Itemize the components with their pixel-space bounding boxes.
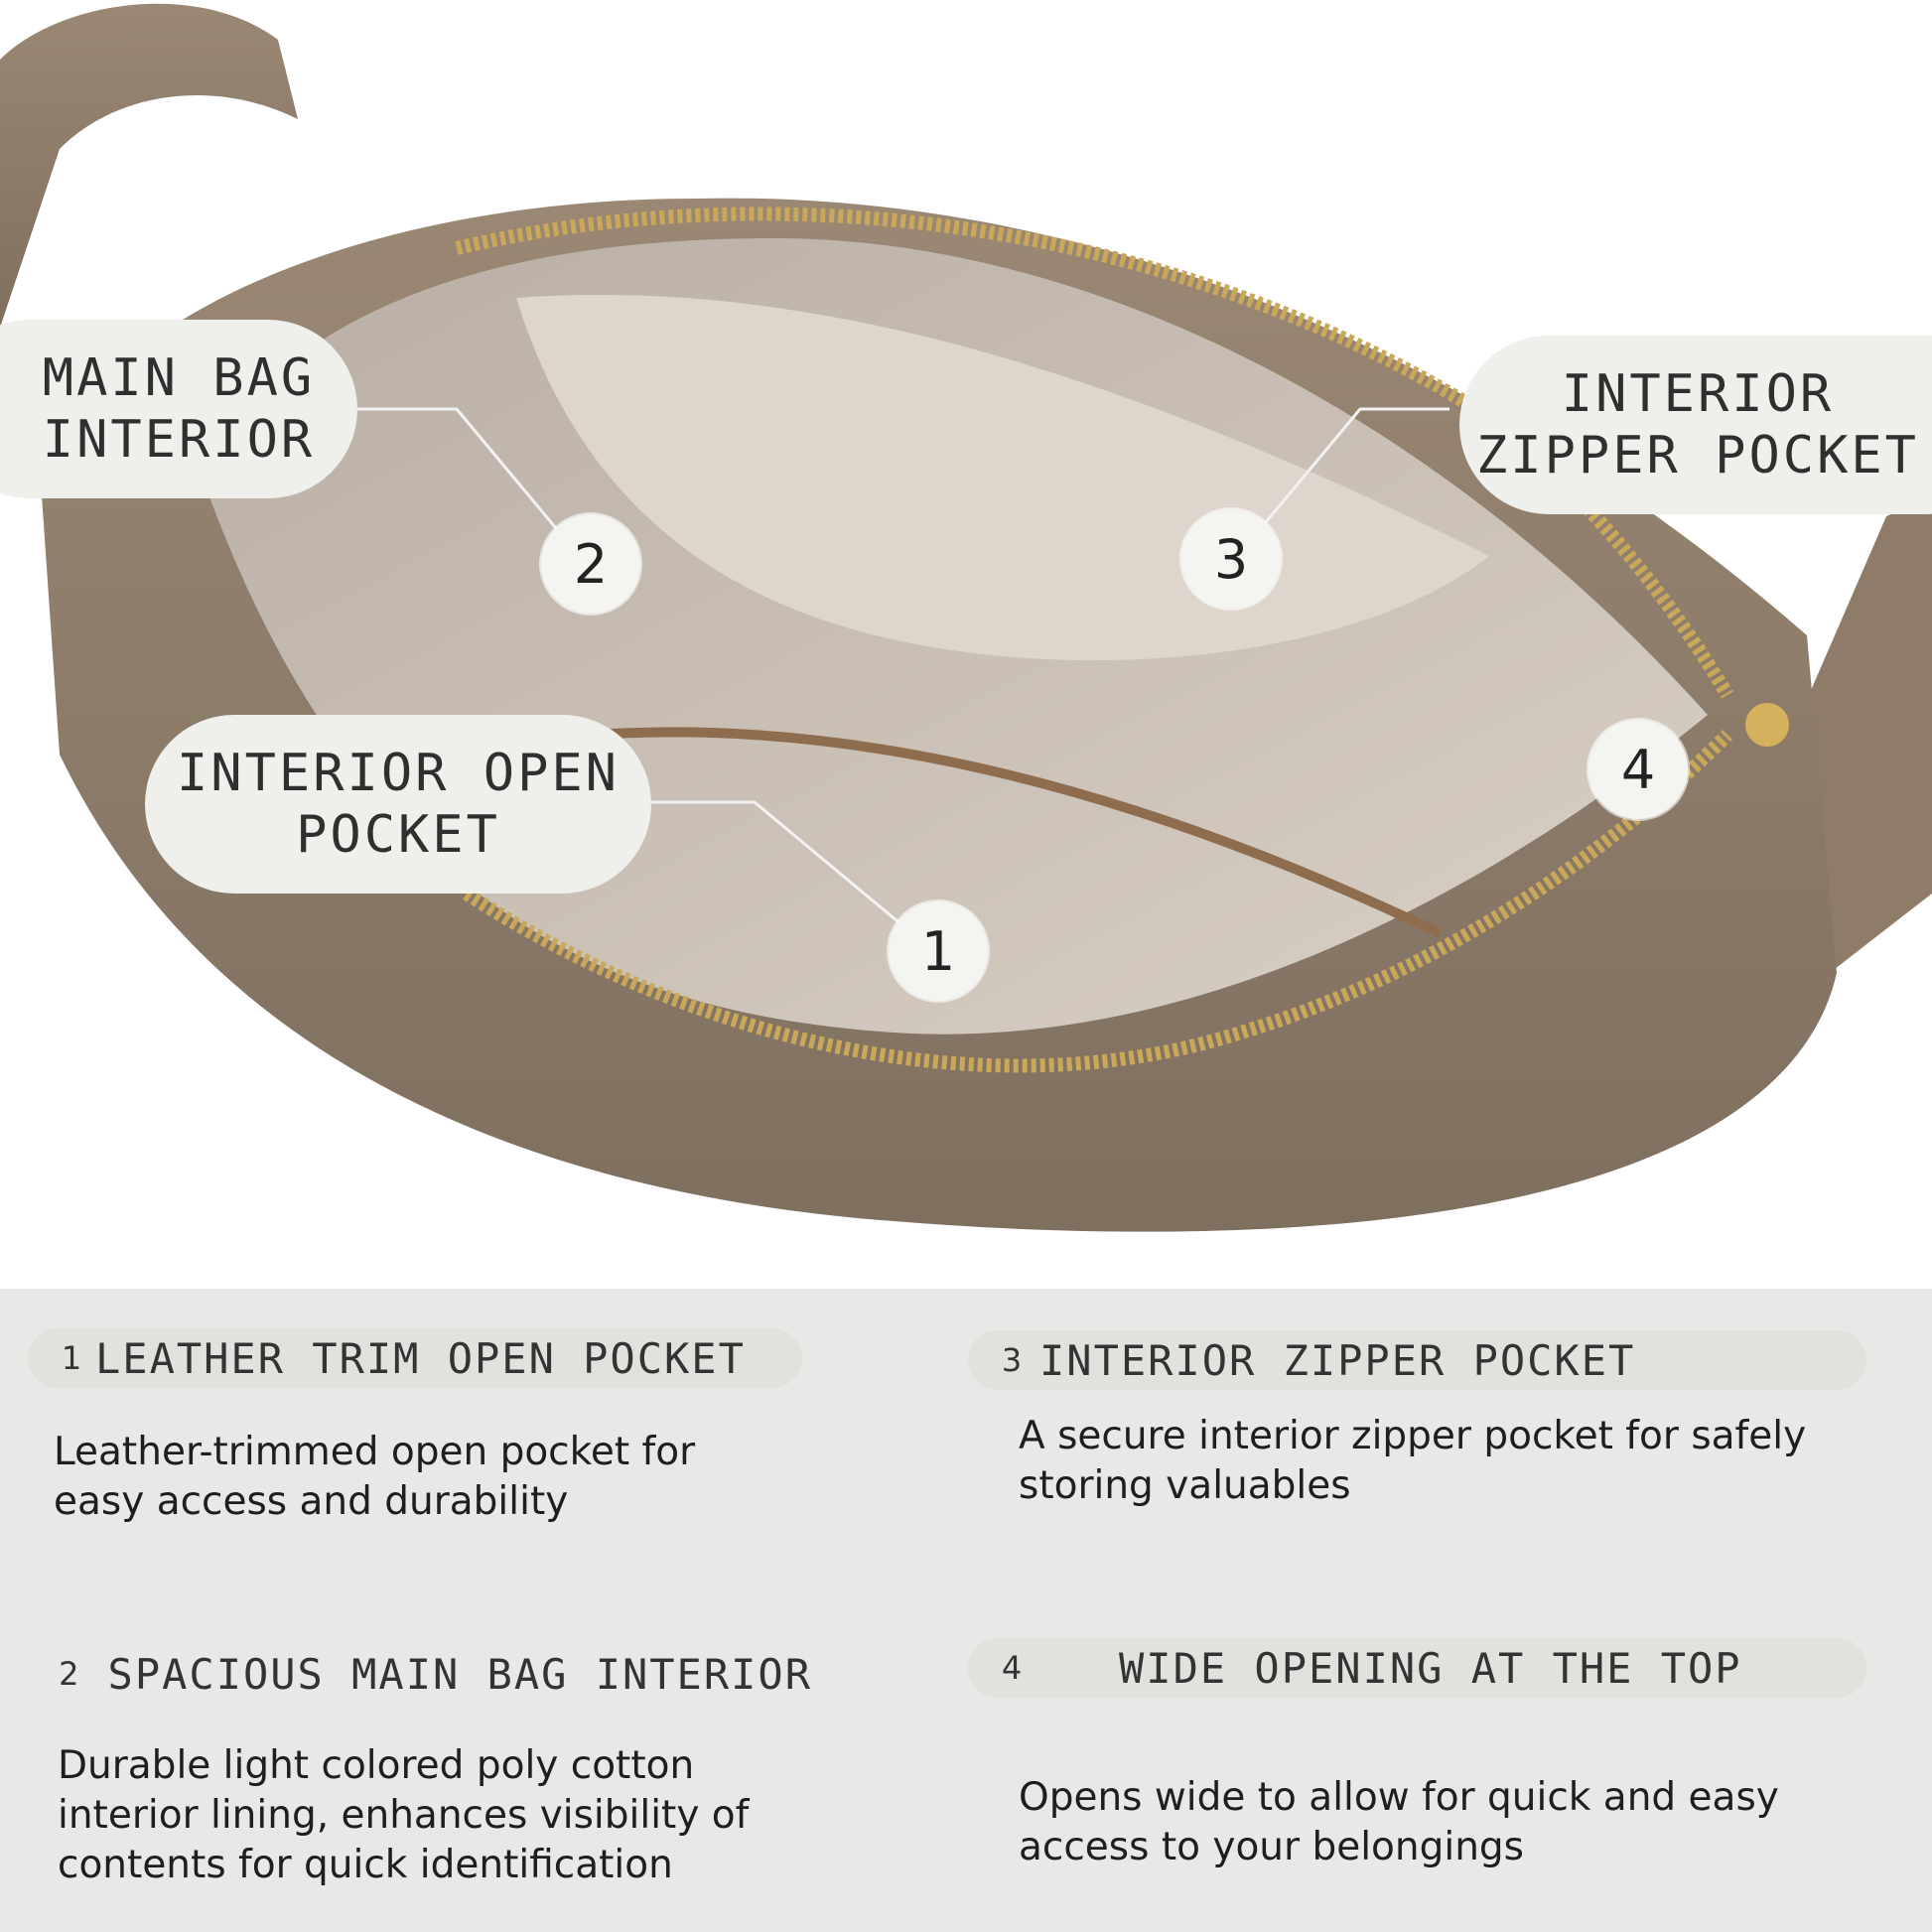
- feature-number: 2: [59, 1655, 79, 1693]
- feature-2-header: 2 SPACIOUS MAIN BAG INTERIOR: [28, 1644, 812, 1704]
- callout-line: INTERIOR: [1561, 364, 1835, 424]
- marker-4: 4: [1588, 720, 1688, 819]
- feature-3-header: 3 INTERIOR ZIPPER POCKET: [968, 1330, 1866, 1390]
- feature-3-description: A secure interior zipper pocket for safe…: [1019, 1412, 1912, 1511]
- feature-panel: 1 LEATHER TRIM OPEN POCKET Leather-trimm…: [0, 1289, 1932, 1932]
- desc-line: easy access and durability: [54, 1479, 569, 1524]
- feature-4-description: Opens wide to allow for quick and easy a…: [1019, 1773, 1912, 1872]
- feature-2-description: Durable light colored poly cotton interi…: [58, 1741, 852, 1890]
- feature-title: WIDE OPENING AT THE TOP: [1119, 1643, 1742, 1693]
- zipper-pull: [1745, 703, 1789, 747]
- callout-line: MAIN BAG: [42, 348, 316, 408]
- zipper-bottom: [463, 730, 1732, 1073]
- callout-line: INTERIOR OPEN: [177, 744, 620, 803]
- marker-1: 1: [889, 901, 988, 1001]
- desc-line: Durable light colored poly cotton: [58, 1743, 695, 1788]
- feature-4-header: 4 WIDE OPENING AT THE TOP: [968, 1638, 1866, 1698]
- desc-line: contents for quick identification: [58, 1843, 673, 1887]
- bag-photo: MAIN BAG INTERIOR INTERIOR ZIPPER POCKET…: [0, 3, 1932, 1232]
- open-pocket-trim: [595, 727, 1443, 938]
- desc-line: Opens wide to allow for quick and easy: [1019, 1775, 1779, 1820]
- feature-title: LEATHER TRIM OPEN POCKET: [95, 1333, 746, 1383]
- desc-line: interior lining, enhances visibility of: [58, 1793, 750, 1838]
- zipper-top: [455, 207, 1734, 699]
- callout-interior-open-pocket: INTERIOR OPEN POCKET: [145, 715, 651, 894]
- feature-title: INTERIOR ZIPPER POCKET: [1039, 1335, 1636, 1385]
- callout-interior-zipper-pocket: INTERIOR ZIPPER POCKET: [1459, 336, 1932, 514]
- marker-3: 3: [1181, 509, 1281, 609]
- feature-1-description: Leather-trimmed open pocket for easy acc…: [54, 1428, 808, 1527]
- callout-line: ZIPPER POCKET: [1476, 426, 1919, 485]
- feature-number: 4: [1001, 1649, 1023, 1687]
- feature-number: 1: [61, 1339, 82, 1377]
- feature-1-header: 1 LEATHER TRIM OPEN POCKET: [28, 1328, 802, 1388]
- desc-line: access to your belongings: [1019, 1825, 1524, 1869]
- desc-line: storing valuables: [1019, 1463, 1351, 1508]
- callout-line: INTERIOR: [42, 410, 316, 470]
- feature-number: 3: [1001, 1341, 1023, 1379]
- callout-main-bag-interior: MAIN BAG INTERIOR: [0, 320, 357, 498]
- desc-line: Leather-trimmed open pocket for: [54, 1430, 696, 1474]
- feature-title: SPACIOUS MAIN BAG INTERIOR: [107, 1649, 812, 1699]
- bag-illustration: [0, 3, 1932, 1232]
- strap-left: [0, 3, 298, 328]
- marker-2: 2: [541, 514, 640, 614]
- callout-line: POCKET: [296, 805, 500, 865]
- desc-line: A secure interior zipper pocket for safe…: [1019, 1414, 1807, 1458]
